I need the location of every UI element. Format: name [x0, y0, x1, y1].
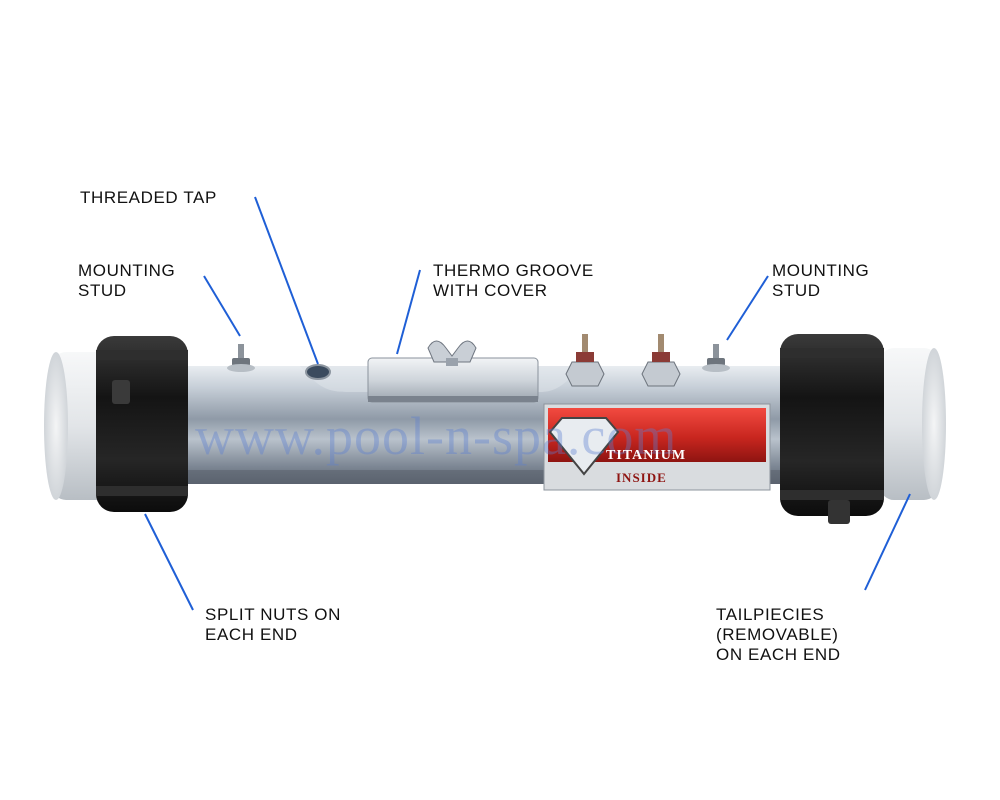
watermark-text: www.pool-n-spa.com	[195, 406, 678, 466]
right-split-nut	[780, 334, 884, 524]
callout-threaded-tap-line1: THREADED TAP	[80, 188, 217, 207]
leader-threaded-tap	[254, 196, 319, 365]
callout-mounting-stud-left-line2: STUD	[78, 281, 127, 300]
callout-threaded-tap: THREADED TAP	[80, 188, 217, 208]
callout-mounting-stud-left: MOUNTING STUD	[78, 261, 175, 301]
callout-mounting-stud-right-line1: MOUNTING	[772, 261, 870, 280]
element-terminal-left	[565, 334, 605, 387]
threaded-tap	[305, 364, 331, 380]
leader-mounting-stud-left	[203, 275, 241, 337]
callout-tailpieces: TAILPIECIES (REMOVABLE) ON EACH END	[716, 605, 841, 665]
titanium-badge	[543, 403, 771, 491]
callout-tailpieces-line3: ON EACH END	[716, 645, 841, 664]
callout-split-nuts: SPLIT NUTS ON EACH END	[205, 605, 341, 645]
leader-mounting-stud-right	[726, 275, 769, 341]
callout-mounting-stud-left-line1: MOUNTING	[78, 261, 176, 280]
left-split-nut	[96, 336, 188, 512]
leader-split-nuts	[144, 513, 194, 611]
callout-split-nuts-line2: EACH END	[205, 625, 298, 644]
callout-mounting-stud-right-line2: STUD	[772, 281, 821, 300]
wing-nut	[427, 340, 477, 366]
leader-tailpieces	[864, 493, 911, 591]
callout-tailpieces-line1: TAILPIECIES	[716, 605, 825, 624]
leader-lines	[144, 196, 911, 611]
callout-mounting-stud-right: MOUNTING STUD	[772, 261, 869, 301]
left-mounting-stud	[227, 344, 255, 372]
callout-thermo-groove-line1: THERMO GROOVE	[433, 261, 594, 280]
callout-tailpieces-line2: (REMOVABLE)	[716, 625, 839, 644]
callout-thermo-groove-line2: WITH COVER	[433, 281, 548, 300]
right-mounting-stud	[702, 344, 730, 372]
right-tailpiece	[880, 348, 946, 500]
element-terminal-right	[641, 334, 681, 387]
callout-split-nuts-line1: SPLIT NUTS ON	[205, 605, 341, 624]
leader-thermo-groove	[396, 269, 421, 355]
badge-line1: TITANIUM	[606, 448, 687, 463]
badge-line2: INSIDE	[616, 470, 667, 485]
callout-thermo-groove: THERMO GROOVE WITH COVER	[433, 261, 594, 301]
